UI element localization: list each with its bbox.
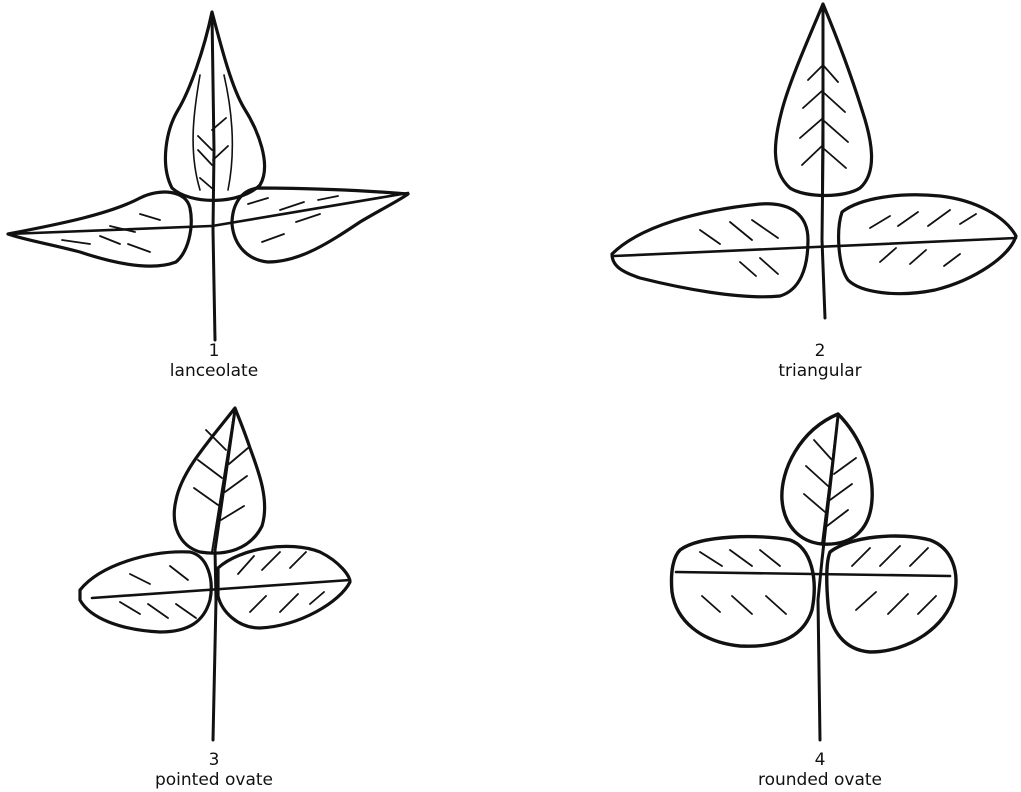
caption-number: 2 [690, 341, 950, 361]
caption-pointed-ovate: 3 pointed ovate [84, 750, 344, 790]
leaf-drawing-triangular [612, 4, 1016, 318]
leaf-4-right-leaflet [827, 536, 956, 652]
leaf-4-left-leaflet [671, 537, 814, 647]
caption-label: triangular [690, 361, 950, 381]
leaf-drawing-lanceolate [8, 12, 408, 340]
leaf-drawing-rounded-ovate [671, 414, 955, 740]
leaf-3-terminal-leaflet [174, 408, 264, 553]
caption-lanceolate: 1 lanceolate [84, 341, 344, 381]
caption-number: 1 [84, 341, 344, 361]
caption-label: lanceolate [84, 361, 344, 381]
leaf-drawing-pointed-ovate [80, 408, 350, 740]
caption-number: 4 [690, 750, 950, 770]
caption-rounded-ovate: 4 rounded ovate [690, 750, 950, 790]
leaf-3-petiole [213, 410, 235, 740]
caption-label: rounded ovate [690, 770, 950, 790]
caption-triangular: 2 triangular [690, 341, 950, 381]
caption-label: pointed ovate [84, 770, 344, 790]
leaf-2-left-leaflet [612, 204, 808, 297]
caption-number: 3 [84, 750, 344, 770]
leaf-1-petiole [212, 14, 215, 340]
